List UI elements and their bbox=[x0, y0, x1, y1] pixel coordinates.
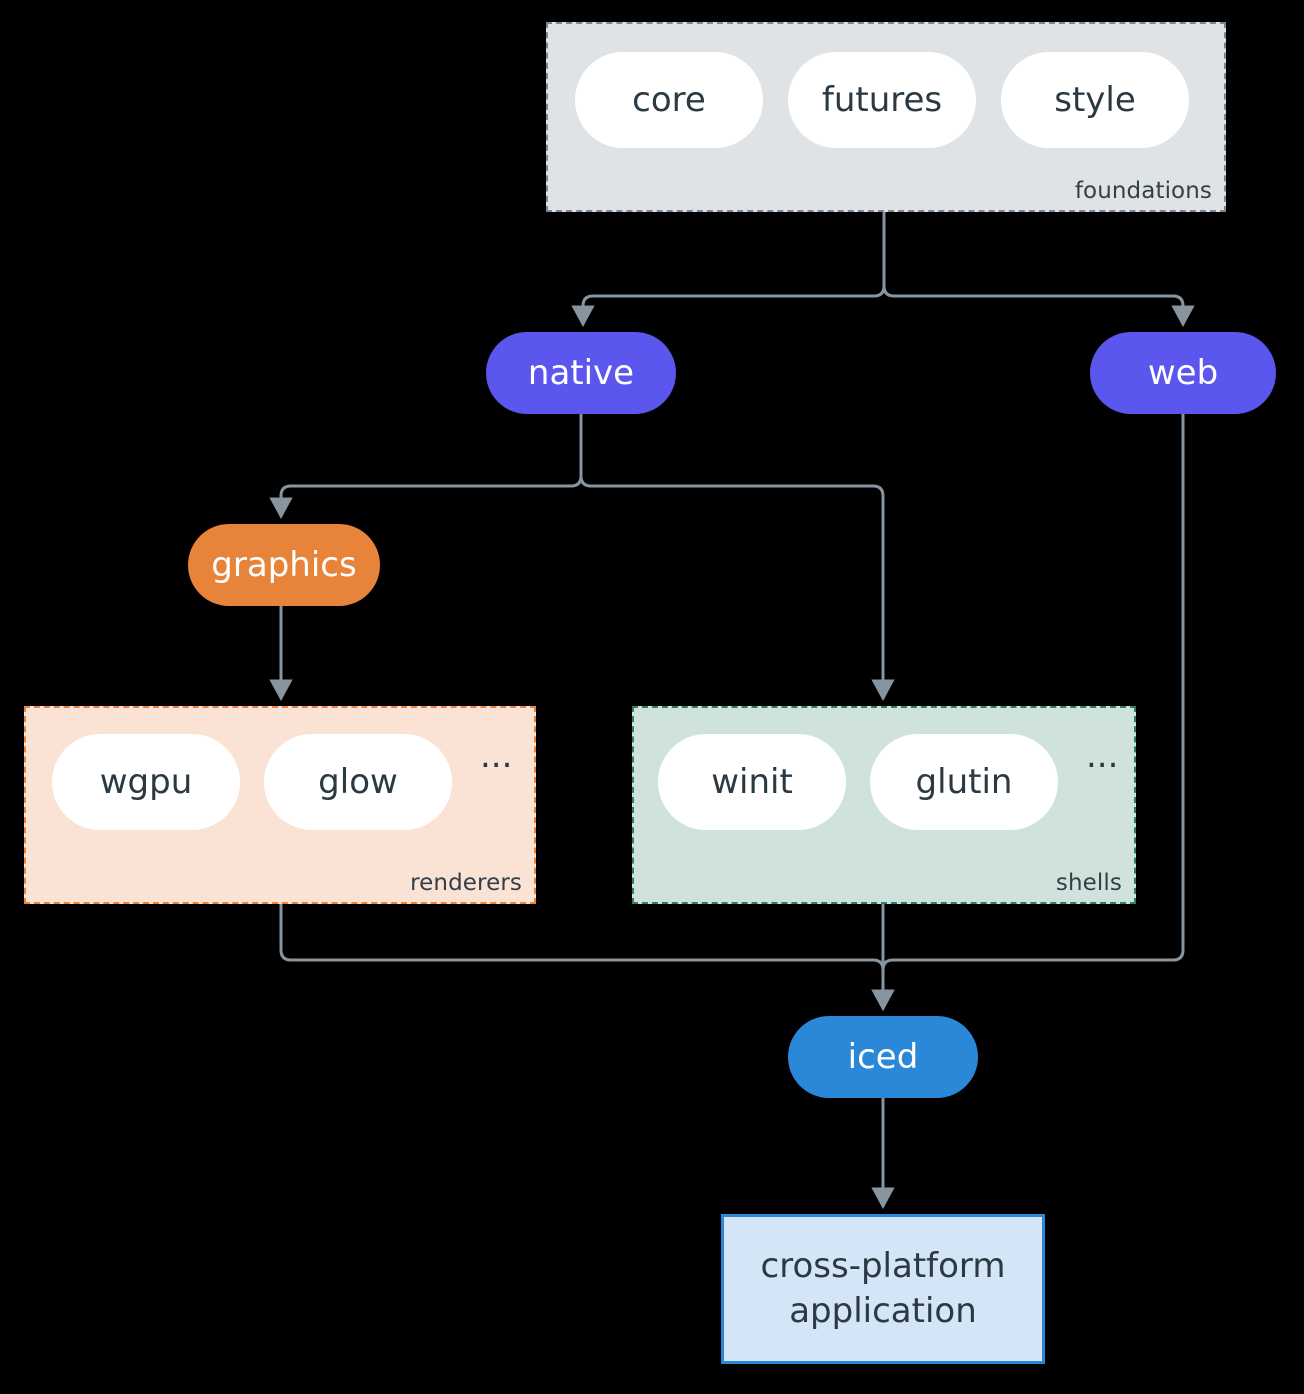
node-core[interactable]: core bbox=[575, 52, 763, 148]
cluster-shells-label: shells bbox=[1055, 870, 1122, 896]
renderers-more-ellipsis: ... bbox=[480, 736, 513, 776]
node-cross-platform-application[interactable]: cross-platform application bbox=[721, 1214, 1045, 1364]
cluster-foundations: core futures style foundations bbox=[546, 22, 1226, 212]
edge-native-shells bbox=[579, 412, 895, 702]
cluster-foundations-items: core futures style bbox=[575, 52, 1189, 148]
cluster-shells-items: winit glutin ... bbox=[658, 734, 1122, 830]
node-graphics[interactable]: graphics bbox=[188, 524, 380, 606]
node-style[interactable]: style bbox=[1001, 52, 1189, 148]
cluster-shells: winit glutin ... shells bbox=[632, 706, 1136, 904]
node-glow[interactable]: glow bbox=[264, 734, 452, 830]
node-futures[interactable]: futures bbox=[788, 52, 976, 148]
node-web[interactable]: web bbox=[1090, 332, 1276, 414]
node-glutin[interactable]: glutin bbox=[870, 734, 1058, 830]
cluster-renderers-items: wgpu glow ... bbox=[52, 734, 516, 830]
node-winit[interactable]: winit bbox=[658, 734, 846, 830]
edge-foundations-native bbox=[571, 211, 886, 328]
edge-foundations-web bbox=[882, 211, 1195, 328]
edge-native-graphics bbox=[269, 412, 583, 520]
edge-renderers-iced bbox=[279, 902, 895, 1012]
node-native[interactable]: native bbox=[486, 332, 676, 414]
application-line-1: cross-platform bbox=[760, 1246, 1006, 1287]
shells-more-ellipsis: ... bbox=[1086, 736, 1119, 776]
application-line-2: application bbox=[789, 1291, 977, 1331]
cluster-foundations-label: foundations bbox=[1074, 178, 1212, 204]
cluster-renderers-label: renderers bbox=[410, 870, 522, 896]
cluster-renderers: wgpu glow ... renderers bbox=[24, 706, 536, 904]
node-iced[interactable]: iced bbox=[788, 1016, 978, 1098]
node-wgpu[interactable]: wgpu bbox=[52, 734, 240, 830]
